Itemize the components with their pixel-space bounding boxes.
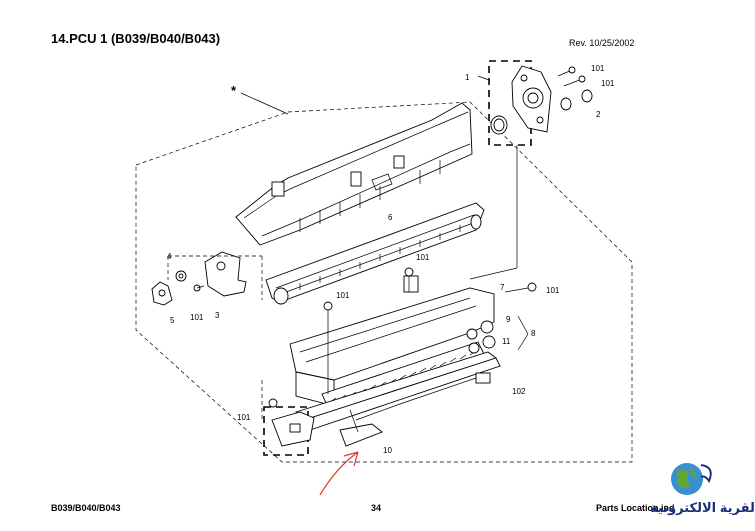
label-102: 102 [512, 387, 526, 396]
label-5: 5 [170, 316, 175, 325]
label-101-e: 101 [336, 291, 350, 300]
part-2-washer [560, 97, 572, 111]
screw-101-right [504, 282, 537, 293]
watermark-logo-icon [671, 463, 712, 495]
footer-section: Parts Location ind [596, 503, 675, 513]
footer-page-number: 34 [371, 503, 382, 513]
label-6: 6 [388, 213, 393, 222]
label-3: 3 [215, 311, 220, 320]
screw-101-mid [323, 301, 333, 394]
label-4: 4 [167, 252, 172, 261]
screw-101-center [404, 267, 414, 292]
part-4-screw [175, 270, 187, 282]
screw-101-top [557, 66, 586, 87]
label-101-d: 101 [416, 253, 430, 262]
lever-housing [271, 411, 315, 447]
label-101-f: 101 [546, 286, 560, 295]
annotation-arrow [319, 451, 359, 496]
assembly-boundary [135, 101, 633, 463]
label-1: 1 [465, 73, 470, 82]
label-11: 11 [502, 337, 511, 346]
label-101-b: 101 [601, 79, 615, 88]
label-10: 10 [383, 446, 392, 455]
screw-101-left-bottom [268, 398, 278, 408]
label-asterisk: * [231, 83, 237, 98]
part-10-lever [339, 409, 383, 447]
label-101-c: 101 [190, 313, 204, 322]
part-102-harness [355, 372, 491, 421]
page-title: 14.PCU 1 (B039/B040/B043) [51, 31, 221, 46]
part-5-gear [151, 281, 173, 306]
label-2: 2 [596, 110, 601, 119]
part-6-roller [265, 202, 485, 305]
label-101-a: 101 [591, 64, 605, 73]
revision-date: Rev. 10/25/2002 [569, 38, 635, 48]
part-1-bearing-bracket [490, 65, 552, 135]
screw-101-left-bracket [193, 284, 205, 292]
label-7: 7 [500, 283, 505, 292]
part-2-bushing [581, 89, 593, 103]
label-101-g: 101 [237, 413, 251, 422]
footer-models: B039/B040/B043 [51, 503, 121, 513]
label-9: 9 [506, 315, 511, 324]
part-10-group-box [263, 406, 309, 456]
part-3-end-bracket [204, 251, 247, 297]
part-9-gear [466, 320, 494, 340]
part-11-gear [468, 335, 496, 354]
pcu-upper-cover [235, 102, 473, 246]
label-8: 8 [531, 329, 536, 338]
watermark-text: القرية الالكترونية [650, 500, 755, 515]
